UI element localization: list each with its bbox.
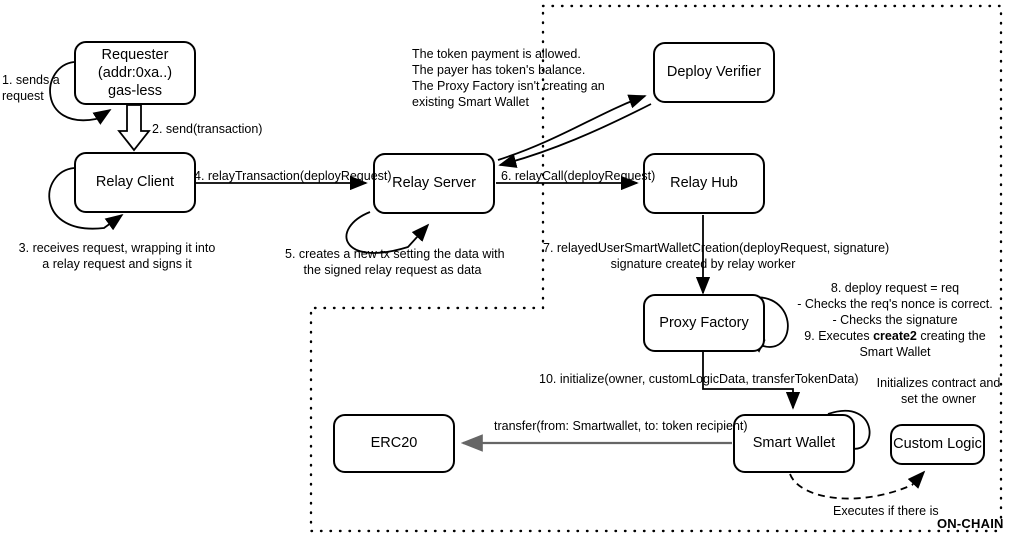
edge-label-step7: 7. relayedUserSmartWalletCreation(deploy… (543, 241, 890, 271)
node-smart-wallet-label: Smart Wallet (752, 435, 836, 452)
edge-label-transfer: transfer(from: Smartwallet, to: token re… (494, 419, 748, 433)
node-deploy-verifier-label: Deploy Verifier (666, 64, 762, 81)
node-erc20-label: ERC20 (370, 435, 418, 452)
node-proxy-factory-label: Proxy Factory (659, 314, 749, 331)
node-erc20[interactable]: ERC20 (333, 414, 455, 473)
edge-label-step1: 1. sends a request (2, 73, 60, 103)
edge-label-step4: 4. relayTransaction(deployRequest) (194, 169, 392, 183)
node-requester[interactable]: Requester (addr:0xa..) gas-less (74, 41, 196, 105)
edge-proxy-factory-to-smart-wallet (702, 352, 801, 410)
edge-smart-wallet-to-custom-logic (789, 470, 926, 500)
node-relay-hub[interactable]: Relay Hub (643, 153, 765, 214)
node-requester-label: Requester (addr:0xa..) gas-less (97, 46, 173, 100)
note-proxy-factory-checks: 8. deploy request = req - Checks the req… (790, 280, 1000, 360)
edge-requester-self (49, 61, 112, 125)
note-verifier-checks: The token payment is allowed. The payer … (412, 47, 605, 109)
note-factory-line-5: Smart Wallet (859, 345, 931, 359)
note-factory-line-4-bold: create2 (873, 329, 917, 343)
node-custom-logic-label: Custom Logic (893, 436, 982, 453)
note-factory-line-4-post: creating the (916, 329, 986, 343)
edge-label-step6: 6. relayCall(deployRequest) (501, 169, 656, 183)
note-factory-line-1: 8. deploy request = req (830, 281, 960, 295)
edge-deploy-verifier-to-relay-server (498, 103, 652, 168)
node-deploy-verifier[interactable]: Deploy Verifier (653, 42, 775, 103)
note-factory-line-2: - Checks the req's nonce is correct. (797, 297, 993, 311)
node-relay-client[interactable]: Relay Client (74, 152, 196, 213)
edge-label-executes-if-there-is: Executes if there is (833, 504, 939, 518)
node-relay-hub-label: Relay Hub (670, 175, 738, 192)
edge-label-step2: 2. send(transaction) (152, 122, 263, 136)
node-relay-server-label: Relay Server (392, 175, 476, 192)
edge-label-step10: 10. initialize(owner, customLogicData, t… (539, 372, 859, 386)
edge-relay-server-to-deploy-verifier (497, 94, 647, 161)
node-relay-client-label: Relay Client (95, 174, 175, 191)
edge-relay-server-self (345, 211, 430, 254)
edge-relay-client-self (48, 167, 124, 231)
node-custom-logic[interactable]: Custom Logic (890, 424, 985, 465)
edge-label-step5: 5. creates a new tx setting the data wit… (285, 247, 505, 277)
on-chain-badge: ON-CHAIN (937, 516, 1004, 531)
note-custom-logic: Initializes contract and set the owner (876, 376, 1001, 406)
edge-requester-to-relay-client (117, 104, 151, 152)
node-proxy-factory[interactable]: Proxy Factory (643, 294, 765, 352)
note-factory-line-3: - Checks the signature (832, 313, 958, 327)
node-smart-wallet[interactable]: Smart Wallet (733, 414, 855, 473)
edge-label-step3: 3. receives request, wrapping it into a … (18, 241, 216, 271)
on-chain-boundary (309, 4, 1003, 533)
node-relay-server[interactable]: Relay Server (373, 153, 495, 214)
note-factory-line-4-pre: 9. Executes (804, 329, 874, 343)
